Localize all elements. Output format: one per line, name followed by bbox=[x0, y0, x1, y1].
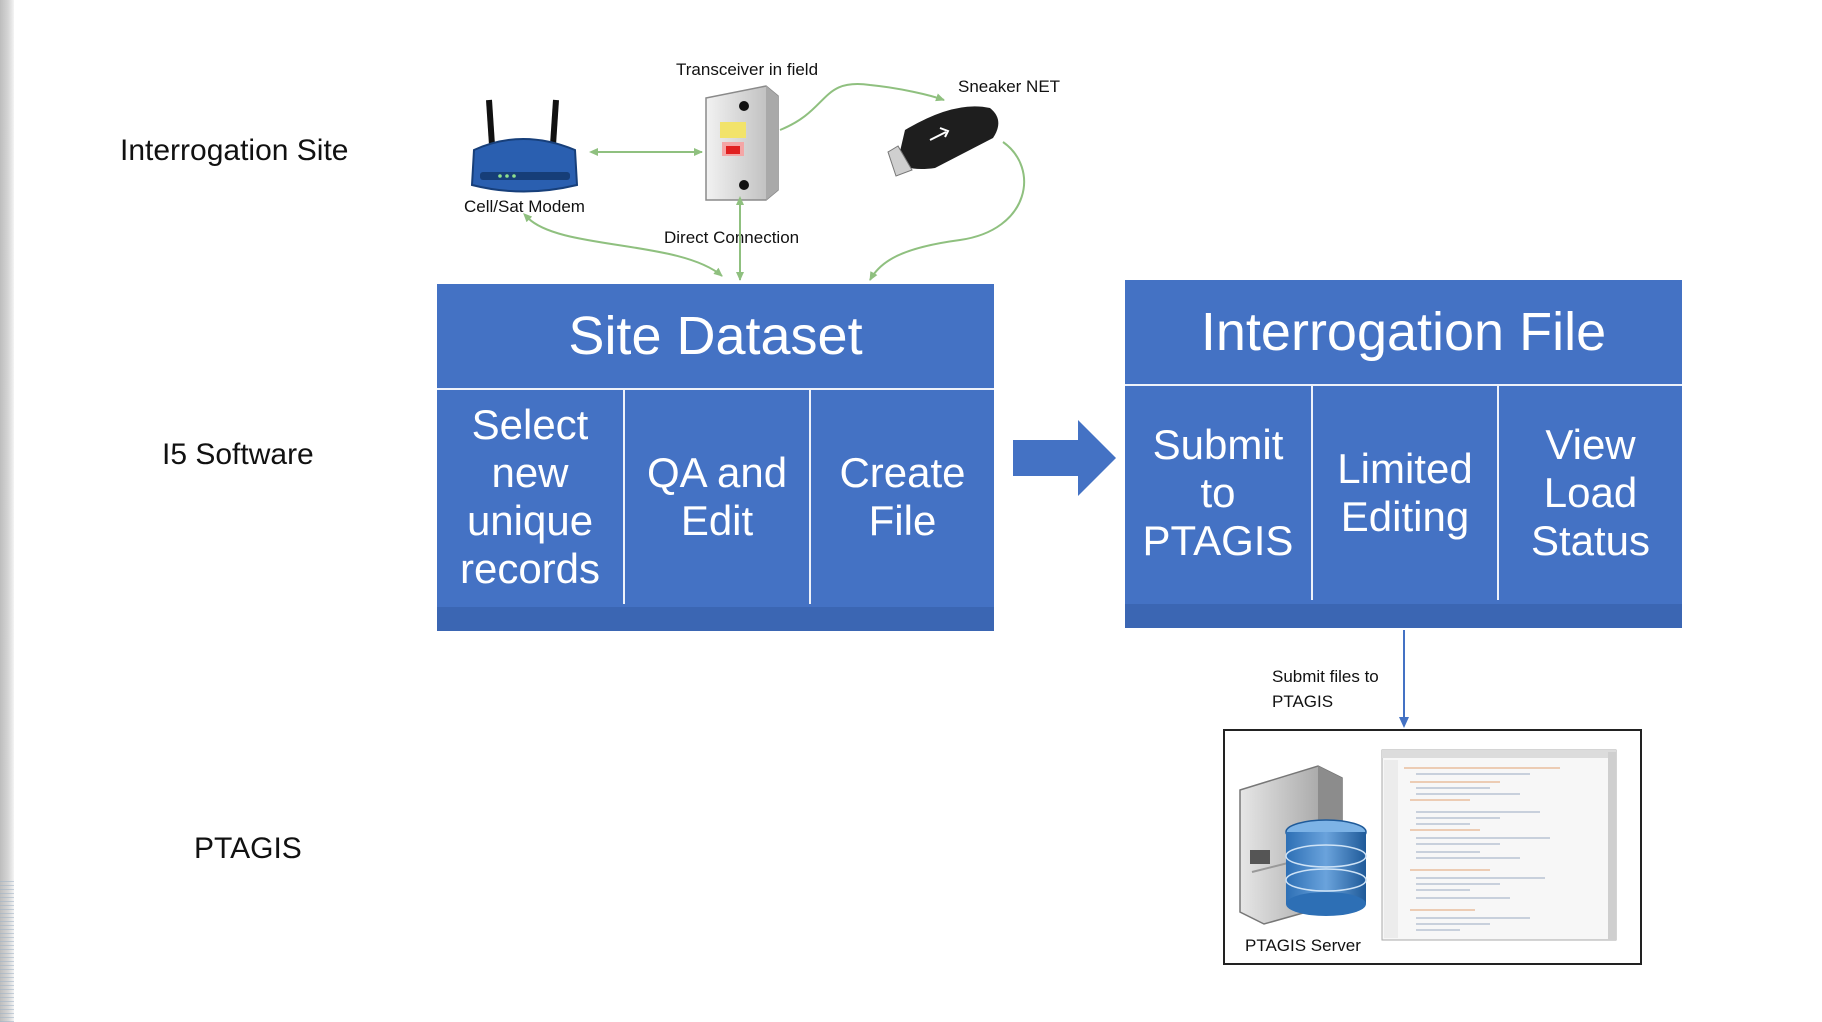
interrogation-file-title: Interrogation File bbox=[1125, 280, 1682, 386]
row-label-interrogation-site: Interrogation Site bbox=[120, 134, 349, 167]
router-icon bbox=[470, 99, 579, 193]
step-view-load-status: View Load Status bbox=[1497, 386, 1682, 600]
step-select-records: Select new unique records bbox=[459, 401, 601, 592]
site-dataset-footer bbox=[437, 607, 994, 631]
interrogation-file-footer bbox=[1125, 604, 1682, 628]
ptagis-server-label: PTAGIS Server bbox=[1245, 936, 1361, 955]
row-label-software: I5 Software bbox=[162, 438, 314, 471]
page-edge-strip bbox=[0, 0, 14, 1022]
transceiver-icon bbox=[705, 85, 779, 201]
site-dataset-block: Site Dataset Select new unique records Q… bbox=[437, 284, 994, 631]
usb-stick-icon bbox=[887, 106, 999, 177]
transceiver-usb-link bbox=[779, 83, 945, 131]
step-create-file: Create File bbox=[809, 390, 994, 604]
code-window-icon bbox=[1381, 749, 1617, 941]
big-arrow-icon bbox=[1013, 420, 1116, 496]
interrogation-file-block: Interrogation File Submit to PTAGIS Limi… bbox=[1125, 280, 1682, 628]
sneaker-net-label: Sneaker NET bbox=[958, 77, 1061, 96]
transceiver-label: Transceiver in field bbox=[676, 60, 819, 79]
modem-dataset-link bbox=[523, 213, 723, 277]
site-dataset-title: Site Dataset bbox=[437, 284, 994, 390]
step-submit-ptagis: Submit to PTAGIS bbox=[1142, 421, 1294, 564]
step-qa-edit: QA and Edit bbox=[623, 390, 809, 604]
usb-dataset-link bbox=[869, 141, 1026, 281]
step-limited-editing: Limited Editing bbox=[1311, 386, 1497, 600]
database-icon bbox=[1285, 819, 1367, 916]
submit-files-note: Submit files to PTAGIS bbox=[1272, 667, 1379, 711]
modem-label: Cell/Sat Modem bbox=[464, 197, 585, 216]
row-label-ptagis: PTAGIS bbox=[194, 832, 302, 865]
page-edge-texture bbox=[0, 880, 14, 1022]
